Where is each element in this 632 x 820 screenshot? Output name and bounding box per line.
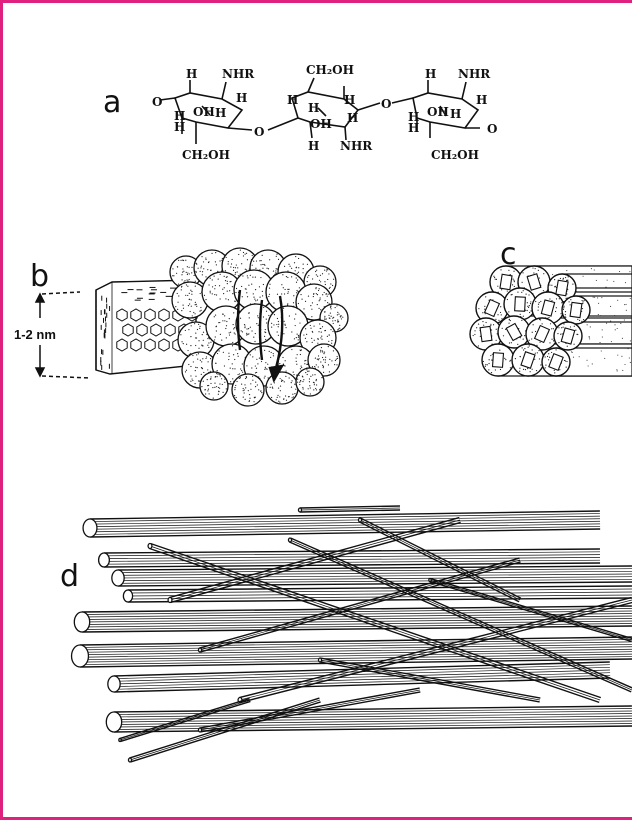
fibril-end [112,570,124,586]
fibril-end [148,544,152,549]
svg-text:H: H [236,91,247,105]
crystallite-core [493,353,504,368]
fibril-end [288,538,291,542]
fibril-bundle [470,266,632,376]
svg-text:H: H [186,67,197,81]
fibril-end [429,579,431,582]
fibril-end [123,590,132,602]
fibril-end [72,645,89,667]
fibril-end [99,553,110,567]
crystallite-core [515,297,526,312]
protein-subunit [200,372,228,400]
scale-bar-label: 1-2 nm [14,327,56,342]
svg-text:H: H [215,106,226,120]
svg-text:O: O [152,95,162,109]
svg-text:H: H [308,101,319,115]
panel-d-label: d [60,559,79,594]
svg-text:OH: OH [310,117,332,131]
svg-text:OH: OH [427,105,449,119]
svg-text:H: H [425,67,436,81]
svg-text:CH₂OH: CH₂OH [182,148,230,162]
svg-text:H: H [476,93,487,107]
fibril [298,506,400,512]
panel-a-label: a [103,85,121,120]
fibril-end [198,648,201,652]
fibril-end [83,519,97,537]
fibril-end [119,739,121,742]
fibril [119,699,251,742]
crystallite-core [480,326,492,341]
svg-text:CH₂OH: CH₂OH [306,63,354,77]
panel-d: d [60,506,632,762]
svg-text:NHR: NHR [222,67,255,81]
panel-c: c [470,237,632,376]
panel-b: b 1-2 nm [14,248,348,406]
svg-text:H: H [347,111,358,125]
fibril-end [128,758,131,762]
svg-text:H: H [344,93,355,107]
svg-text:H: H [287,93,298,107]
svg-text:O: O [381,97,391,111]
fibril [72,637,632,667]
crystallite-core [570,302,582,317]
fibril-end [106,712,121,732]
fibril-end [318,658,321,662]
svg-text:H: H [174,109,185,123]
fibril-end [198,728,201,732]
formula-text: O H NHR OH H H H H CH₂OH O CH₂OH H H H O… [152,63,497,162]
fibril-end [358,518,361,522]
protein-subunit [266,372,298,404]
fibril-end [108,676,120,692]
fibril [83,511,600,537]
panel-a: a O H NHR OH H H H H [103,63,497,162]
panel-b-label: b [30,259,49,294]
svg-text:H: H [308,139,319,153]
fibril-network [72,506,632,762]
fibril-end [168,598,172,603]
svg-text:O: O [487,122,497,136]
svg-text:CH₂OH: CH₂OH [431,148,479,162]
svg-text:NHR: NHR [340,139,373,153]
svg-text:NHR: NHR [458,67,491,81]
svg-text:O: O [254,125,264,139]
crystallite-core [556,280,568,296]
svg-text:H: H [450,107,461,121]
svg-text:H: H [408,110,419,124]
svg-text:OH: OH [193,105,215,119]
fibril-end [298,508,301,512]
crystallite-core [500,274,512,289]
fibril-end [74,612,89,632]
